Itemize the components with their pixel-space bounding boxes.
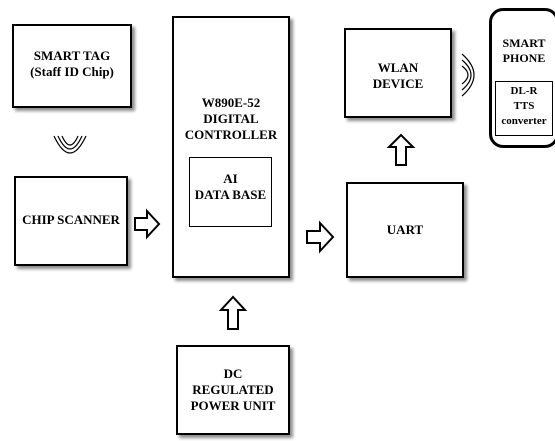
chip-scanner-label: CHIP SCANNER	[22, 212, 120, 227]
uart-to-wlan-arrow	[386, 133, 416, 166]
wlan-device-block	[344, 28, 452, 118]
tag-signal-icon	[53, 135, 87, 154]
digital-controller-label: W890E-52 DIGITAL CONTROLLER	[184, 95, 278, 142]
ai-database-block	[189, 157, 272, 227]
tts-converter-label: DL-R TTS converter	[501, 85, 547, 127]
uart-label: UART	[386, 222, 424, 237]
smart-tag-block	[12, 24, 132, 108]
smart-tag-label: SMART TAG (Staff ID Chip)	[30, 48, 114, 79]
tts-converter-block	[495, 81, 553, 136]
power-unit-block	[176, 345, 290, 435]
power-unit-label: DC REGULATED POWER UNIT	[190, 366, 276, 413]
controller-to-uart-arrow	[306, 220, 335, 254]
wlan-signal-icon	[461, 53, 475, 97]
wlan-device-label: WLAN DEVICE	[372, 60, 424, 91]
power-to-controller-arrow	[218, 295, 248, 330]
uart-block	[346, 182, 464, 278]
smart-phone-label: SMART PHONE	[502, 36, 546, 65]
chip-scanner-block	[14, 176, 128, 266]
ai-database-label: AI DATA BASE	[194, 171, 267, 202]
digital-controller-block	[172, 16, 290, 278]
scanner-to-controller-arrow	[134, 208, 161, 240]
